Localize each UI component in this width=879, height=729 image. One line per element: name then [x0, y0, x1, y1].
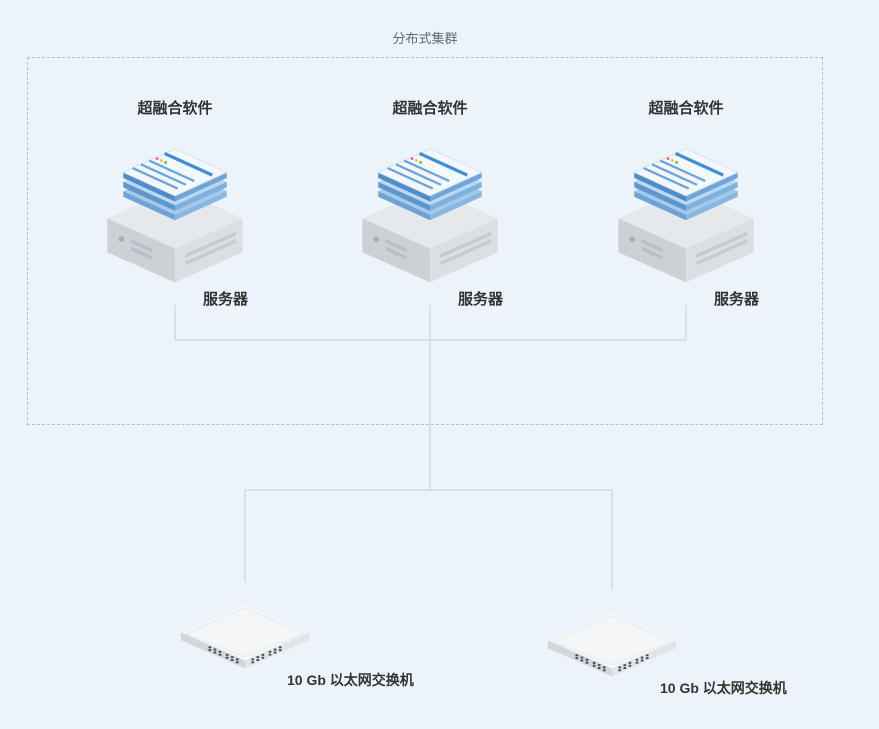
ethernet-switch-1	[170, 592, 320, 672]
server-node-2: 超融合软件 服务器	[320, 98, 540, 313]
server-icon	[616, 147, 756, 285]
server-label: 服务器	[203, 291, 249, 308]
software-label: 超融合软件	[392, 100, 468, 117]
server-label: 服务器	[714, 291, 760, 308]
switch-icon	[180, 603, 310, 669]
server-node-3: 超融合软件 服务器	[576, 98, 796, 313]
software-label: 超融合软件	[137, 100, 213, 117]
server-icon	[360, 147, 500, 285]
server-icon	[105, 147, 245, 285]
switch-icon	[547, 611, 677, 677]
software-label: 超融合软件	[648, 100, 724, 117]
cluster-label: 分布式集群	[382, 28, 468, 47]
switch-label-2: 10 Gb 以太网交换机	[660, 680, 787, 696]
cluster-boundary	[27, 57, 823, 425]
server-node-1: 超融合软件 服务器	[65, 98, 285, 313]
switch-label-1: 10 Gb 以太网交换机	[287, 672, 414, 688]
server-label: 服务器	[458, 291, 504, 308]
ethernet-switch-2	[537, 600, 687, 680]
